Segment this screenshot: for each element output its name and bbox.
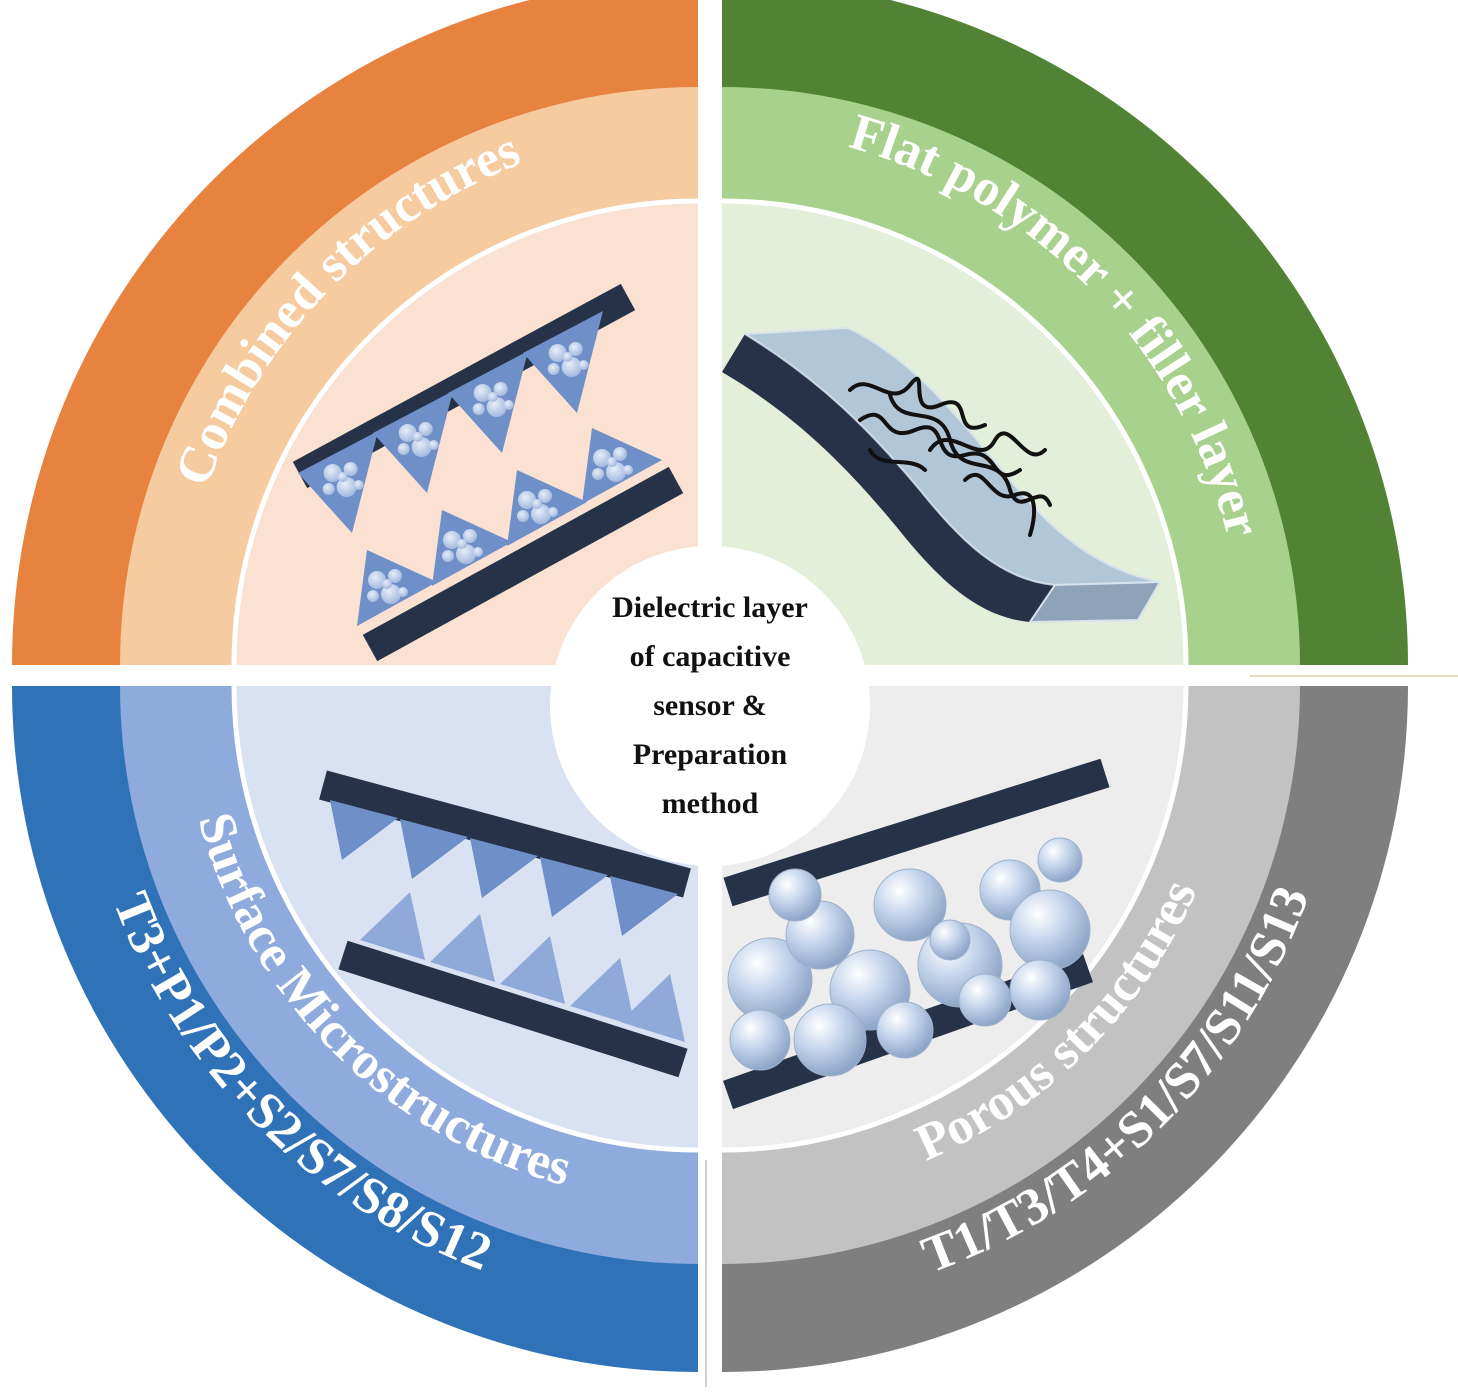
filler-particle (548, 344, 567, 362)
filler-particle (592, 468, 604, 480)
pyramid (400, 819, 468, 879)
pore-bubble (873, 868, 947, 942)
pyramid (523, 311, 603, 413)
pyramid (448, 351, 528, 453)
center-line-1: Dielectric layer (612, 591, 808, 624)
pore-bubble (929, 919, 971, 961)
pore-bubble (876, 1001, 934, 1059)
pyramid (500, 936, 565, 1004)
surface-microstructure-illustration (319, 770, 691, 1078)
pore-bubble (1009, 889, 1091, 971)
filler-particle (323, 464, 342, 482)
center-circle (550, 546, 870, 866)
center-line-3: sensor & (653, 689, 767, 722)
filler-particle (578, 360, 589, 370)
film-end-face (1028, 580, 1162, 624)
pyramid (570, 958, 635, 1026)
filler-strands (848, 376, 1052, 537)
filler-particle (473, 384, 492, 402)
filler-particle (398, 424, 417, 442)
filler-particle (463, 529, 477, 543)
filler-particle (493, 382, 508, 396)
filler-particle (487, 392, 498, 402)
flat-film-illustration (722, 326, 1162, 624)
filler-particle (353, 480, 364, 490)
pore-bubble (729, 1009, 791, 1071)
center-hub: Dielectric layer of capacitive sensor & … (550, 546, 870, 866)
filler-particle (368, 571, 386, 589)
filler-particle (472, 403, 485, 415)
pore-bubble (958, 973, 1012, 1027)
filler-particle (606, 462, 626, 482)
filler-particle (531, 504, 551, 524)
combined-structure-illustration (292, 283, 684, 662)
filler-particle (398, 587, 408, 597)
filler-particle (418, 422, 433, 436)
filler-particle (473, 547, 483, 557)
filler-particle (367, 590, 379, 602)
filler-particle (532, 499, 542, 509)
filler-particle (343, 462, 358, 476)
filler-particle (593, 449, 611, 467)
filler-particle (388, 569, 402, 583)
pyramid (610, 876, 678, 936)
filler-particle (561, 357, 582, 377)
pyramid (620, 974, 685, 1042)
film-side-face (722, 334, 1055, 622)
center-line-5: method (662, 787, 759, 820)
filler-particle (456, 544, 476, 564)
filler-particle (442, 550, 454, 562)
pore-bubble (768, 868, 822, 922)
filler-particle (322, 483, 335, 495)
filler-particle (503, 400, 514, 410)
pore-bubble (793, 1003, 867, 1077)
top-electrode (319, 770, 691, 898)
quadrant-flat-polymer-filler: Flat polymer + filler layer (721, 0, 1408, 666)
filler-particle (607, 457, 617, 467)
filler-particle (411, 437, 432, 457)
pyramid (540, 857, 608, 917)
filler-particle (568, 342, 583, 356)
pyramid (330, 800, 398, 860)
pyramid (430, 914, 495, 982)
porous-structure-illustration (723, 758, 1110, 1110)
filler-particle (336, 477, 357, 497)
bottom-electrode (338, 940, 688, 1078)
filler-particle (518, 491, 536, 509)
pyramid (360, 892, 425, 960)
pore-bubble (1009, 959, 1071, 1021)
filler-particle (613, 447, 627, 461)
pyramid (470, 838, 538, 898)
filler-particle (562, 352, 573, 362)
filler-particle (623, 465, 633, 475)
filler-particle (548, 507, 558, 517)
filler-particle (457, 539, 467, 549)
filler-particle (443, 531, 461, 549)
quadrant-surface-microstructures: Surface Microstructures T3+P1/P2+S2/S7/S… (12, 685, 699, 1372)
pyramid (298, 431, 378, 533)
filler-particle (486, 397, 507, 417)
center-line-4: Preparation (633, 738, 788, 771)
filler-particle (428, 440, 439, 450)
filler-particle (517, 510, 529, 522)
filler-particle (382, 579, 392, 589)
filler-particle (381, 584, 401, 604)
bottom-electrode (362, 466, 684, 662)
pyramid (373, 391, 453, 493)
filler-particle (337, 472, 348, 482)
filler-particle (538, 489, 552, 503)
center-line-2: of capacitive (630, 640, 791, 673)
filler-particle (397, 443, 410, 455)
quadrant-combined-structures: Combined structures (12, 0, 699, 666)
pore-bubble (1037, 837, 1083, 883)
filler-particle (547, 363, 560, 375)
filler-particle (412, 432, 423, 442)
